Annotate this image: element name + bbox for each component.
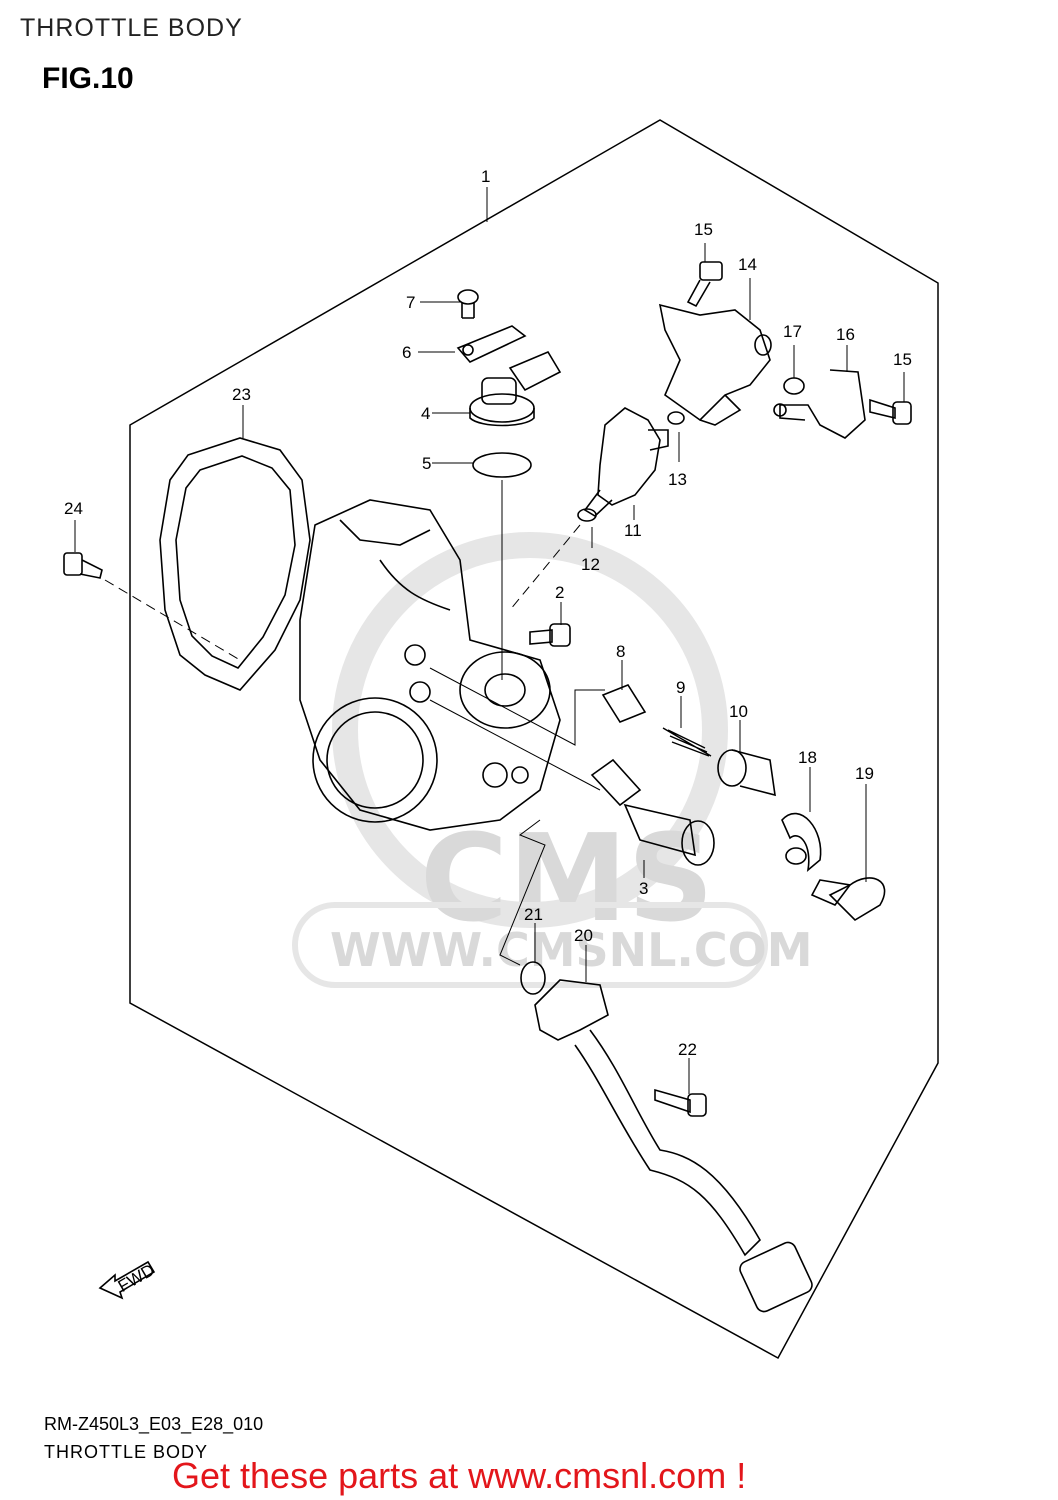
spring-9 bbox=[662, 727, 712, 757]
callout-3: 3 bbox=[639, 879, 648, 898]
callout-labels: 1 2 3 4 5 6 7 8 9 10 11 12 13 14 15 15 1… bbox=[64, 167, 912, 1059]
assembly-boundary bbox=[129, 119, 939, 1360]
callout-19: 19 bbox=[855, 764, 874, 783]
callout-24: 24 bbox=[64, 499, 83, 518]
fuel-injector-11 bbox=[583, 407, 669, 517]
o-ring-5 bbox=[472, 452, 532, 478]
callout-22: 22 bbox=[678, 1040, 697, 1059]
callout-15-right: 15 bbox=[893, 350, 912, 369]
fwd-label: FWD bbox=[115, 1260, 158, 1296]
watermark-url: WWW.CMSNL.COM bbox=[330, 923, 813, 977]
screw-24 bbox=[63, 552, 103, 579]
callout-12: 12 bbox=[581, 555, 600, 574]
screw-15-right bbox=[869, 398, 912, 425]
callout-13: 13 bbox=[668, 470, 687, 489]
watermark-brand: CMS bbox=[420, 810, 714, 949]
fwd-arrow-icon bbox=[98, 1260, 156, 1300]
callout-11: 11 bbox=[624, 521, 642, 540]
throttle-sensor-4 bbox=[469, 350, 562, 427]
screw-22 bbox=[654, 1088, 707, 1117]
idle-screw-3 bbox=[590, 758, 715, 866]
callout-23: 23 bbox=[232, 385, 251, 404]
callout-2: 2 bbox=[555, 583, 564, 602]
callout-18: 18 bbox=[798, 748, 817, 767]
footer-title: THROTTLE BODY bbox=[44, 1442, 209, 1462]
adjuster-10 bbox=[717, 749, 776, 797]
diagram-code: RM-Z450L3_E03_E28_010 bbox=[44, 1414, 264, 1434]
hose-18 bbox=[781, 812, 822, 872]
screw-7 bbox=[457, 289, 479, 319]
plate-6 bbox=[456, 325, 527, 363]
figure-label: FIG.10 bbox=[42, 62, 134, 95]
callout-14: 14 bbox=[738, 255, 757, 274]
plunger-8 bbox=[601, 684, 647, 723]
callout-20: 20 bbox=[574, 926, 593, 945]
delivery-pipe-14 bbox=[658, 303, 772, 426]
callout-15-top: 15 bbox=[694, 220, 713, 239]
promo-link[interactable]: Get these parts at www.cmsnl.com ! bbox=[172, 1455, 747, 1496]
throttle-body bbox=[299, 499, 561, 831]
callout-7: 7 bbox=[406, 293, 415, 312]
callout-6: 6 bbox=[402, 343, 411, 362]
sensor-20 bbox=[534, 979, 813, 1313]
leader-lines bbox=[74, 187, 905, 1094]
callout-17: 17 bbox=[783, 322, 802, 341]
cover-gasket bbox=[159, 437, 311, 691]
hose-19 bbox=[828, 877, 886, 922]
callout-1: 1 bbox=[481, 167, 490, 186]
watermark: CMS WWW.CMSNL.COM bbox=[292, 532, 813, 988]
callout-10: 10 bbox=[729, 702, 748, 721]
o-ring-13 bbox=[667, 411, 685, 425]
callout-9: 9 bbox=[676, 678, 685, 697]
callout-16: 16 bbox=[836, 325, 855, 344]
page-title: THROTTLE BODY bbox=[20, 14, 243, 42]
callout-21: 21 bbox=[524, 905, 543, 924]
o-ring-12 bbox=[577, 508, 597, 522]
screw-15-top bbox=[686, 261, 723, 308]
callout-5: 5 bbox=[422, 454, 431, 473]
screw-2 bbox=[529, 623, 571, 647]
o-ring-17 bbox=[783, 377, 805, 395]
fuel-joint-16 bbox=[773, 369, 866, 439]
callout-4: 4 bbox=[421, 404, 430, 423]
callout-8: 8 bbox=[616, 642, 625, 661]
o-ring-21 bbox=[520, 961, 546, 995]
